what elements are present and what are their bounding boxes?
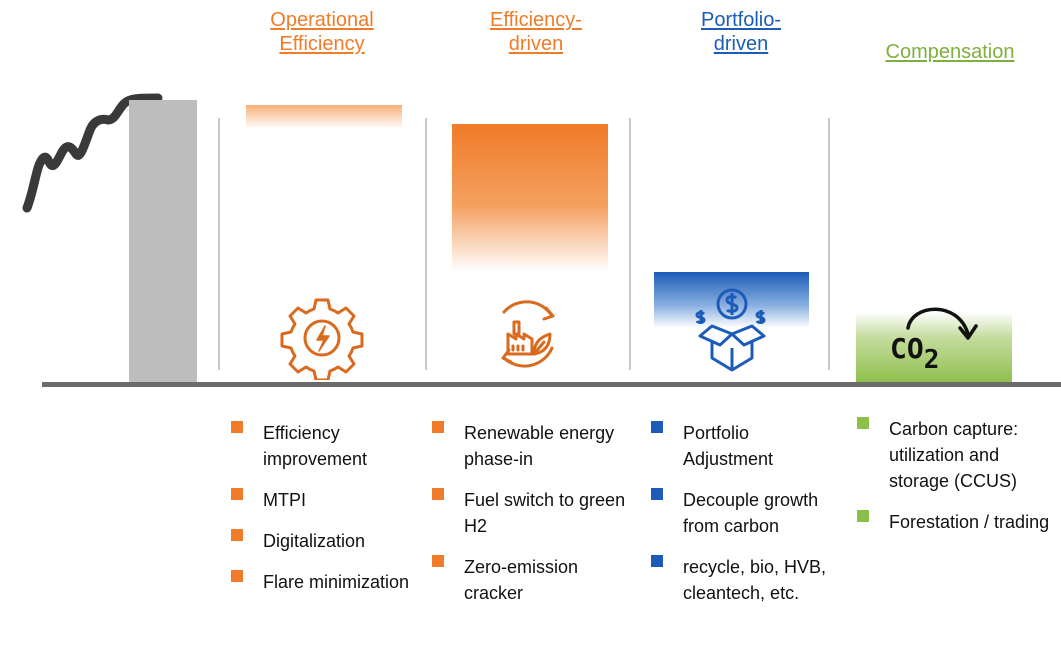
header-compensation: Compensation: [855, 40, 1045, 64]
compensation-list: Carbon capture: utilization and storage …: [857, 416, 1057, 550]
bullet-marker: [432, 555, 444, 567]
header-portfolio-driven: Portfolio- driven: [651, 8, 831, 56]
efficiency-driven-bar: [452, 124, 608, 272]
list-item: recycle, bio, HVB, cleantech, etc.: [651, 554, 831, 606]
list-item-text: Fuel switch to green H2: [464, 490, 626, 536]
operational-efficiency-bar: [246, 105, 402, 129]
gear-lightning-icon: [280, 298, 364, 380]
list-item: MTPI: [231, 487, 416, 513]
bullet-marker: [857, 417, 869, 429]
co2-subscript: 2: [923, 345, 940, 375]
bullet-marker: [651, 555, 663, 567]
header-line: Efficiency-: [490, 9, 582, 31]
list-item: Portfolio Adjustment: [651, 420, 831, 472]
bullet-marker: [231, 421, 243, 433]
header-efficiency-driven: Efficiency- driven: [446, 8, 626, 56]
list-item: Carbon capture: utilization and storage …: [857, 416, 1057, 494]
co2-label: CO2: [890, 332, 939, 375]
portfolio-driven-list: Portfolio Adjustment Decouple growth fro…: [651, 420, 831, 621]
list-item-text: Efficiency improvement: [263, 423, 368, 469]
operational-efficiency-list: Efficiency improvement MTPI Digitalizati…: [231, 420, 416, 610]
bullet-marker: [231, 488, 243, 500]
factory-cycle-icon: [501, 300, 555, 368]
list-item: Fuel switch to green H2: [432, 487, 627, 539]
list-item: Renewable energy phase-in: [432, 420, 627, 472]
column-divider: [629, 118, 631, 370]
list-item-text: recycle, bio, HVB, cleantech, etc.: [683, 557, 827, 603]
header-line: Portfolio-: [700, 9, 782, 31]
column-divider: [828, 118, 830, 370]
bullet-marker: [651, 421, 663, 433]
column-divider: [425, 118, 427, 370]
list-item-text: Carbon capture: utilization and storage …: [889, 419, 1019, 491]
list-item: Decouple growth from carbon: [651, 487, 831, 539]
emissions-trend-line: [22, 93, 163, 213]
timeline-baseline: [42, 382, 1061, 387]
bullet-marker: [432, 488, 444, 500]
efficiency-driven-list: Renewable energy phase-in Fuel switch to…: [432, 420, 627, 621]
co2-cycle-icon: CO2: [886, 298, 986, 388]
list-item-text: MTPI: [263, 490, 306, 510]
list-item-text: Digitalization: [263, 531, 366, 551]
list-item: Zero-emission cracker: [432, 554, 627, 606]
column-divider: [218, 118, 220, 370]
list-item-text: Renewable energy phase-in: [464, 423, 615, 469]
bullet-marker: [231, 529, 243, 541]
header-operational-efficiency: Operational Efficiency: [232, 8, 412, 56]
bullet-marker: [857, 510, 869, 522]
list-item-text: Decouple growth from carbon: [683, 490, 819, 536]
list-item: Efficiency improvement: [231, 420, 416, 472]
bullet-marker: [432, 421, 444, 433]
header-line: Compensation: [885, 41, 1015, 63]
money-box-icon: [695, 288, 766, 372]
list-item-text: Forestation / trading: [889, 512, 1050, 532]
current-emissions-bar: [129, 100, 197, 384]
list-item-text: Flare minimization: [263, 572, 410, 592]
list-item-text: Zero-emission cracker: [464, 557, 579, 603]
header-line: driven: [713, 33, 769, 55]
list-item-text: Portfolio Adjustment: [683, 423, 774, 469]
list-item: Flare minimization: [231, 569, 416, 595]
curved-arrow-icon: [906, 307, 978, 340]
header-line: Efficiency: [279, 33, 365, 55]
bullet-marker: [231, 570, 243, 582]
header-line: Operational: [270, 9, 374, 31]
bullet-marker: [651, 488, 663, 500]
header-line: driven: [508, 33, 564, 55]
list-item: Forestation / trading: [857, 509, 1057, 535]
co2-text: CO: [890, 332, 924, 365]
compensation-bar: [856, 312, 1012, 384]
list-item: Digitalization: [231, 528, 416, 554]
